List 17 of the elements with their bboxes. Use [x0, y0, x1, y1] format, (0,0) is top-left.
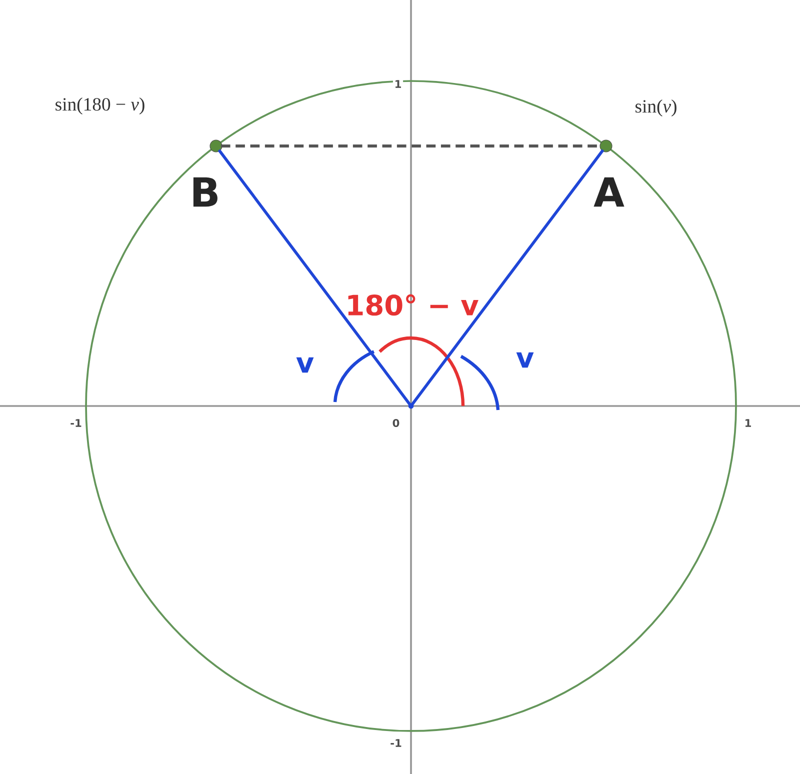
tick-label: 1 — [392, 78, 404, 90]
angle-label: v — [516, 352, 534, 368]
tick-label: 1 — [742, 418, 754, 428]
formula-label: sin(180 − v) — [56, 98, 144, 114]
angle-label: 180° − v — [348, 294, 478, 316]
origin-point — [408, 403, 414, 409]
tick-label: 0 — [392, 418, 400, 428]
angle-label: v — [296, 357, 314, 373]
formula-label: sin(v) — [636, 100, 676, 116]
point-label: B — [193, 177, 218, 207]
radius-line — [218, 149, 412, 406]
radius-line — [410, 149, 604, 406]
point — [210, 140, 222, 152]
point-label: A — [594, 177, 624, 207]
tick-label: -1 — [388, 738, 404, 748]
point — [600, 140, 612, 152]
tick-label: -1 — [68, 418, 84, 428]
